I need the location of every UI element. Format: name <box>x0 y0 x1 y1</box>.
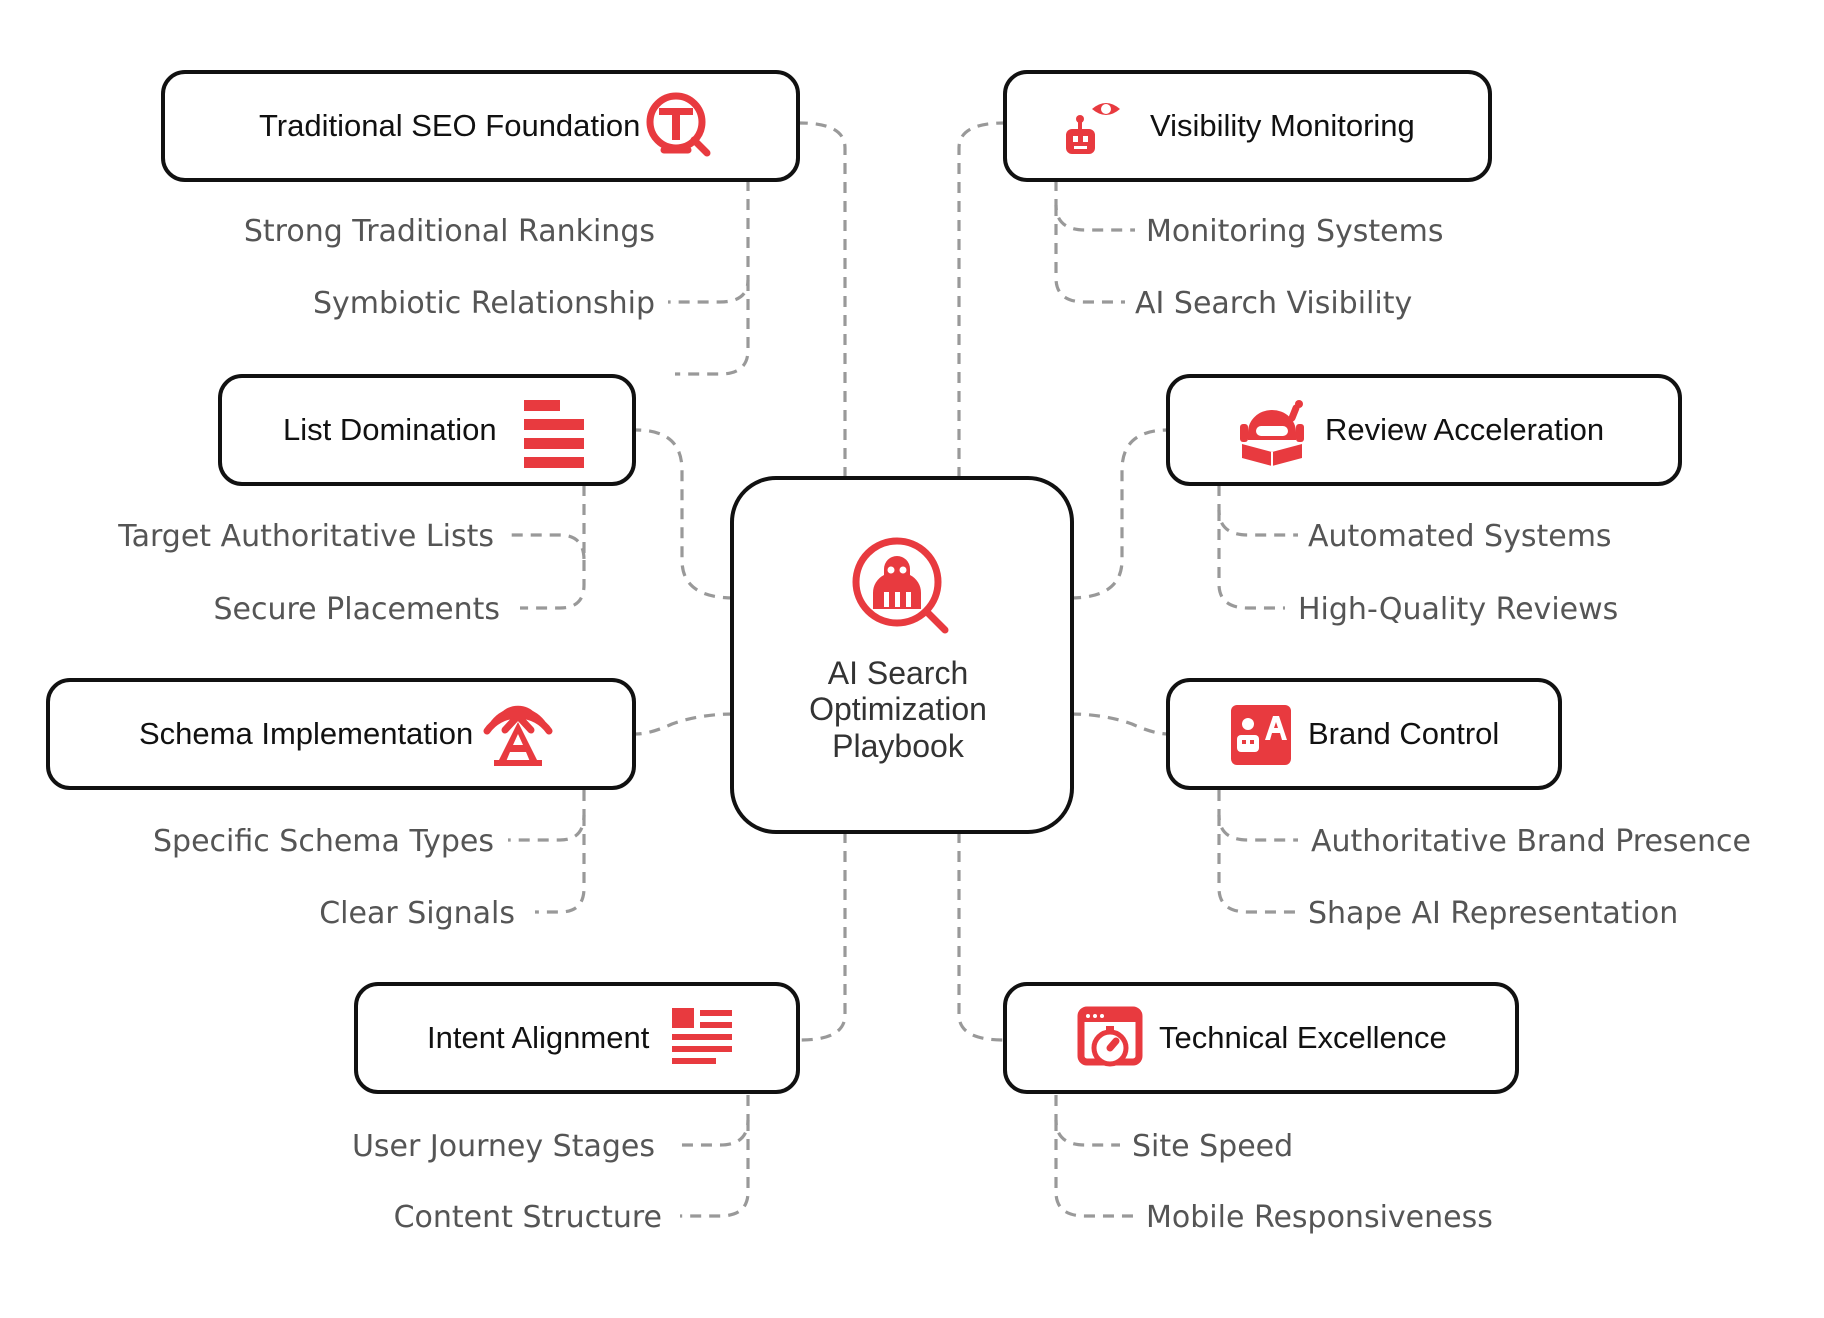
topic-label: List Domination <box>283 412 497 447</box>
topic-list-domination: List Domination <box>218 374 636 486</box>
leaf-label: Specific Schema Types <box>153 824 494 859</box>
topic-label: Traditional SEO Foundation <box>259 108 640 143</box>
connector-schema-implementation <box>635 712 735 736</box>
connector-technical-excellence <box>957 832 1005 1042</box>
topic-label: Intent Alignment <box>427 1020 650 1055</box>
leaf-label: Site Speed <box>1132 1129 1293 1164</box>
search-magnifier-robot-icon <box>852 537 949 634</box>
connector-traditional-seo <box>799 121 847 478</box>
broadcast-a-icon <box>483 705 553 766</box>
topic-label: Technical Excellence <box>1159 1020 1447 1055</box>
search-t-magnifier-icon <box>646 92 711 157</box>
leaf-label: Content Structure <box>394 1200 662 1235</box>
leaf-label: Symbiotic Relationship <box>313 286 655 321</box>
leaf-connector <box>1054 180 1135 232</box>
connector-intent-alignment <box>799 832 847 1042</box>
leaf-label: Secure Placements <box>213 592 500 627</box>
topic-label: Schema Implementation <box>139 716 473 751</box>
robot-reading-icon <box>1240 400 1304 466</box>
bar-list-icon <box>524 400 584 468</box>
leaf-label: Monitoring Systems <box>1146 214 1443 249</box>
leaf-connector <box>1217 510 1285 610</box>
topic-traditional-seo: Traditional SEO Foundation <box>161 70 800 182</box>
leaf-label: User Journey Stages <box>352 1129 655 1164</box>
center-title-line-3: Playbook <box>832 728 965 764</box>
leaf-label: Strong Traditional Rankings <box>244 214 655 249</box>
leaf-label: Shape AI Representation <box>1308 896 1678 931</box>
leaf-connector <box>1217 485 1298 537</box>
connector-brand-control <box>1069 712 1169 736</box>
leaf-connector <box>1054 1095 1120 1147</box>
connector-visibility-monitoring <box>957 121 1005 478</box>
leaf-connector <box>1054 205 1125 304</box>
leaf-connector <box>668 180 750 304</box>
topic-intent-alignment: Intent Alignment <box>354 982 800 1094</box>
leaf-label: Clear Signals <box>319 896 515 931</box>
leaf-label: Target Authoritative Lists <box>117 519 494 554</box>
leaf-connector <box>680 1120 750 1218</box>
leaf-connector <box>520 560 586 610</box>
topic-schema-implementation: Schema Implementation <box>46 678 636 790</box>
leaf-connectors <box>508 180 1298 1218</box>
leaf-label: Automated Systems <box>1308 519 1612 554</box>
leaf-connector <box>1217 790 1298 842</box>
leaf-connector <box>508 485 586 561</box>
connector-review-acceleration <box>1069 428 1169 600</box>
center-node: AI Search Optimization Playbook <box>730 476 1074 834</box>
leaf-connector <box>675 280 750 376</box>
topic-visibility-monitoring: Visibility Monitoring <box>1003 70 1492 182</box>
topic-label: Review Acceleration <box>1325 412 1604 447</box>
center-connectors <box>635 121 1169 1042</box>
leaf-label: Authoritative Brand Presence <box>1311 824 1751 859</box>
leaf-connector <box>1054 1120 1135 1218</box>
leaf-connector <box>680 1095 750 1147</box>
leaf-label: High-Quality Reviews <box>1298 592 1618 627</box>
topic-technical-excellence: Technical Excellence <box>1003 982 1519 1094</box>
browser-stopwatch-icon <box>1077 1006 1143 1067</box>
article-layout-icon <box>672 1008 732 1064</box>
center-title-line-1: AI Search <box>828 655 969 691</box>
leaf-label: Mobile Responsiveness <box>1146 1200 1493 1235</box>
topic-label: Visibility Monitoring <box>1150 108 1415 143</box>
topic-review-acceleration: Review Acceleration <box>1166 374 1682 486</box>
leaf-label: AI Search Visibility <box>1135 286 1412 321</box>
leaf-connector <box>1217 815 1298 914</box>
robot-eye-icon <box>1066 103 1120 154</box>
robot-letter-a-icon <box>1231 705 1291 765</box>
center-title-line-2: Optimization <box>809 691 987 727</box>
leaf-connector <box>508 790 586 842</box>
topic-label: Brand Control <box>1308 716 1499 751</box>
connector-list-domination <box>635 428 735 600</box>
topic-brand-control: Brand Control <box>1166 678 1562 790</box>
leaf-connector <box>535 815 586 914</box>
